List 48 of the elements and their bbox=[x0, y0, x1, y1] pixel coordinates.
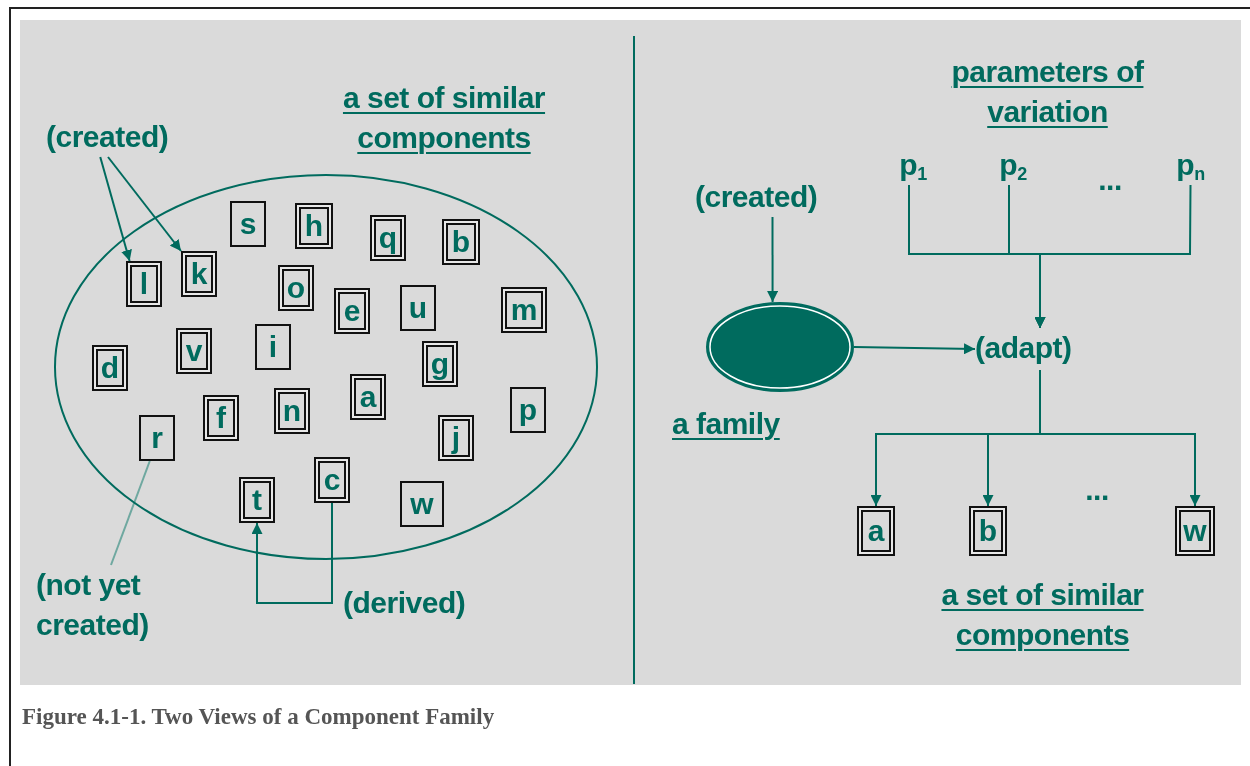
component-box: h bbox=[295, 203, 333, 249]
component-box: p bbox=[510, 387, 546, 433]
component-box: c bbox=[314, 457, 350, 503]
component-box: n bbox=[274, 388, 310, 434]
component-box: a bbox=[857, 506, 895, 556]
component-box: w bbox=[400, 481, 444, 527]
parameter-label: p$_{1}$ bbox=[893, 145, 933, 185]
component-box: b bbox=[442, 219, 480, 265]
component-box: e bbox=[334, 288, 370, 334]
annotation-text: (adapt) bbox=[975, 328, 1105, 370]
component-box: b bbox=[969, 506, 1007, 556]
component-box: w bbox=[1175, 506, 1215, 556]
component-box: u bbox=[400, 285, 436, 331]
component-box: a bbox=[350, 374, 386, 420]
parameter-label: p$_{n}$ bbox=[1168, 145, 1213, 185]
component-box: f bbox=[203, 395, 239, 441]
heading-text: parameters of variation bbox=[950, 54, 1145, 130]
component-box: t bbox=[239, 477, 275, 523]
ellipsis-text: ... bbox=[1084, 478, 1110, 508]
component-box: o bbox=[278, 265, 314, 311]
component-box: g bbox=[422, 341, 458, 387]
component-box: d bbox=[92, 345, 128, 391]
annotation-text: (created) bbox=[46, 117, 201, 157]
arrow bbox=[767, 216, 779, 303]
arrow bbox=[251, 502, 333, 604]
parameter-label: p$_{2}$ bbox=[993, 145, 1033, 185]
arrow bbox=[1034, 184, 1192, 329]
annotation-text: (created) bbox=[695, 177, 850, 217]
annotation-text: (not yet created) bbox=[36, 565, 186, 645]
arrow bbox=[99, 156, 132, 262]
heading-text: a set of similar components bbox=[940, 577, 1145, 653]
arrow bbox=[107, 156, 182, 252]
ellipse-caption: a family bbox=[672, 406, 781, 442]
set-heading: a set of similar components bbox=[341, 80, 547, 156]
leader-line bbox=[110, 460, 151, 566]
component-box: k bbox=[181, 251, 217, 297]
component-box: j bbox=[438, 415, 474, 461]
component-box: r bbox=[139, 415, 175, 461]
component-box: i bbox=[255, 324, 291, 370]
component-box: q bbox=[370, 215, 406, 261]
arrow bbox=[853, 343, 976, 355]
arrow bbox=[1039, 369, 1201, 507]
figure-caption: Figure 4.1-1. Two Views of a Component Family bbox=[22, 704, 495, 730]
component-box: v bbox=[176, 328, 212, 374]
ellipsis-text: ... bbox=[1097, 168, 1123, 198]
component-box: s bbox=[230, 201, 266, 247]
component-box: m bbox=[501, 287, 547, 333]
component-box: l bbox=[126, 261, 162, 307]
